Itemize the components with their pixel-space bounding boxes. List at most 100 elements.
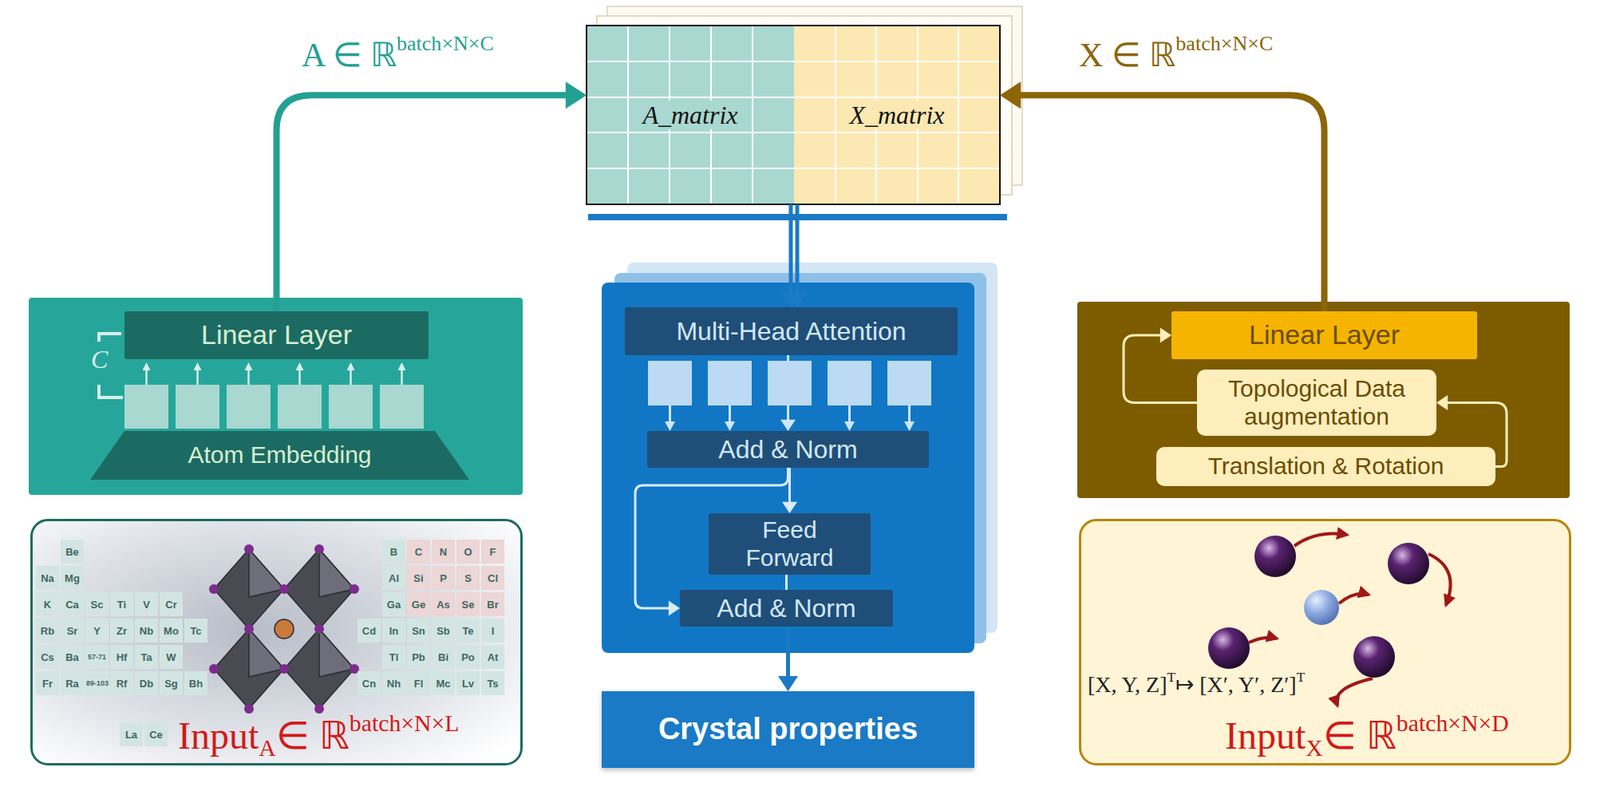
element-symbol: Ra [60, 671, 84, 696]
a-matrix: A_matrix [586, 25, 795, 205]
formula-part: Input [177, 714, 259, 757]
element-symbol: La [119, 722, 143, 747]
tensor-shape: batch×N×C [396, 31, 494, 56]
connector [782, 467, 798, 514]
formula-part: [X, Y, Z] [1087, 671, 1168, 697]
node-label: Linear Layer [201, 319, 352, 351]
input-ground [30, 518, 523, 766]
element-symbol: P [431, 565, 455, 590]
feed-forward-box: Feed Forward [708, 513, 871, 575]
formula-part: ∈ ℝ [276, 714, 350, 757]
element-symbol: I [481, 618, 505, 643]
element-symbol: Cn [357, 671, 381, 696]
add-norm-box: Add & Norm [647, 430, 929, 468]
element-symbol: Sg [159, 671, 183, 696]
element-symbol: Ge [406, 592, 431, 617]
element-symbol: Ca [60, 592, 84, 617]
arrowhead [787, 292, 808, 308]
head-arrowheads [664, 421, 915, 431]
element-symbol: Bi [431, 644, 455, 669]
atom-balls [1208, 535, 1430, 678]
node-label: Topological Data augmentation [1208, 375, 1425, 431]
arrowhead [778, 675, 799, 692]
channel-label: C [90, 344, 108, 375]
embedding-panel [28, 297, 523, 495]
element-symbol: Te [456, 618, 480, 643]
node-label: A_matrix [638, 100, 742, 131]
element-symbol: In [382, 618, 406, 643]
formula-part: ↦ [X′, Y′, Z′] [1175, 671, 1297, 697]
element-symbol: Na [35, 565, 60, 590]
arrowhead [782, 501, 798, 514]
element-symbol: Y [85, 618, 109, 643]
formula-part: batch×N×D [1396, 709, 1510, 736]
element-symbol: Zr [110, 618, 134, 643]
arrowhead [780, 419, 796, 431]
tensor-name: A ∈ ℝ [301, 36, 397, 74]
element-symbol: Mc [431, 671, 455, 696]
element-symbol: F [481, 539, 505, 564]
connector-line [276, 94, 571, 312]
connector [786, 574, 787, 590]
node-label: Add & Norm [718, 434, 858, 465]
element-symbol: Lv [456, 671, 480, 696]
element-symbol: As [431, 592, 455, 617]
connector-line [785, 574, 788, 590]
element-symbol: Ga [382, 592, 406, 617]
element-symbol: At [481, 644, 505, 669]
element-symbol: Mo [159, 618, 183, 643]
element-symbol: Db [134, 671, 159, 696]
arrowhead [1436, 395, 1448, 411]
crystal-atoms [209, 544, 360, 714]
attention-box: Multi-Head Attention [624, 307, 958, 356]
element-symbol: Si [406, 565, 431, 590]
add-norm-box: Add & Norm [679, 589, 893, 627]
connector-line [786, 626, 791, 680]
element-symbol: Mg [60, 565, 84, 590]
element-symbol: Cs [35, 644, 60, 669]
connector [787, 204, 808, 308]
element-symbol: Al [382, 565, 406, 590]
element-symbol: Pb [406, 644, 431, 669]
element-symbol: Cr [159, 592, 183, 617]
element-symbol: Rf [110, 671, 134, 696]
element-symbol: W [159, 644, 183, 669]
element-symbol: Cd [357, 618, 381, 643]
connector [999, 81, 1325, 312]
formula-part: T [1167, 669, 1177, 685]
element-symbol: Se [456, 592, 480, 617]
cell-arrows [146, 363, 403, 385]
linear-layer: Linear Layer [124, 311, 429, 360]
element-symbol: Ta [134, 644, 159, 669]
element-symbol: Sb [431, 618, 455, 643]
coordinate-panel [1077, 301, 1570, 498]
element-symbol: Sc [85, 592, 109, 617]
element-symbol: Fl [406, 671, 431, 696]
connector-line [789, 204, 794, 296]
perovskite-crystal [213, 549, 355, 709]
element-symbol: Ba [60, 644, 84, 669]
input-ground [1078, 518, 1572, 766]
element-symbol: Sn [406, 618, 431, 643]
node-label: Linear Layer [1248, 319, 1400, 351]
element-symbol: Tl [382, 644, 406, 669]
tensor-shape: batch×N×C [1175, 31, 1273, 56]
transform-box: Translation & Rotation [1156, 446, 1496, 486]
x-matrix-grid [794, 25, 1000, 205]
element-symbol: Be [60, 539, 84, 564]
element-symbol: Rb [35, 618, 60, 643]
connector-line [1016, 94, 1325, 312]
element-symbol: Ce [144, 722, 168, 747]
connector [276, 81, 588, 312]
element-symbol: B [382, 539, 406, 564]
embedding-cells [124, 384, 424, 429]
element-symbol: Tc [184, 618, 208, 643]
node-label: Add & Norm [716, 593, 856, 624]
input-panel: [X, Y, Z]T↦ [X′, Y′, Z′]TInputX∈ ℝbatch×… [1078, 518, 1572, 766]
element-symbol: O [456, 539, 480, 564]
transformer-block [601, 282, 975, 653]
element-symbol: C [406, 539, 431, 564]
formula-part: ∈ ℝ [1323, 714, 1397, 757]
head-arrows [670, 405, 910, 423]
connector-line [795, 204, 800, 296]
